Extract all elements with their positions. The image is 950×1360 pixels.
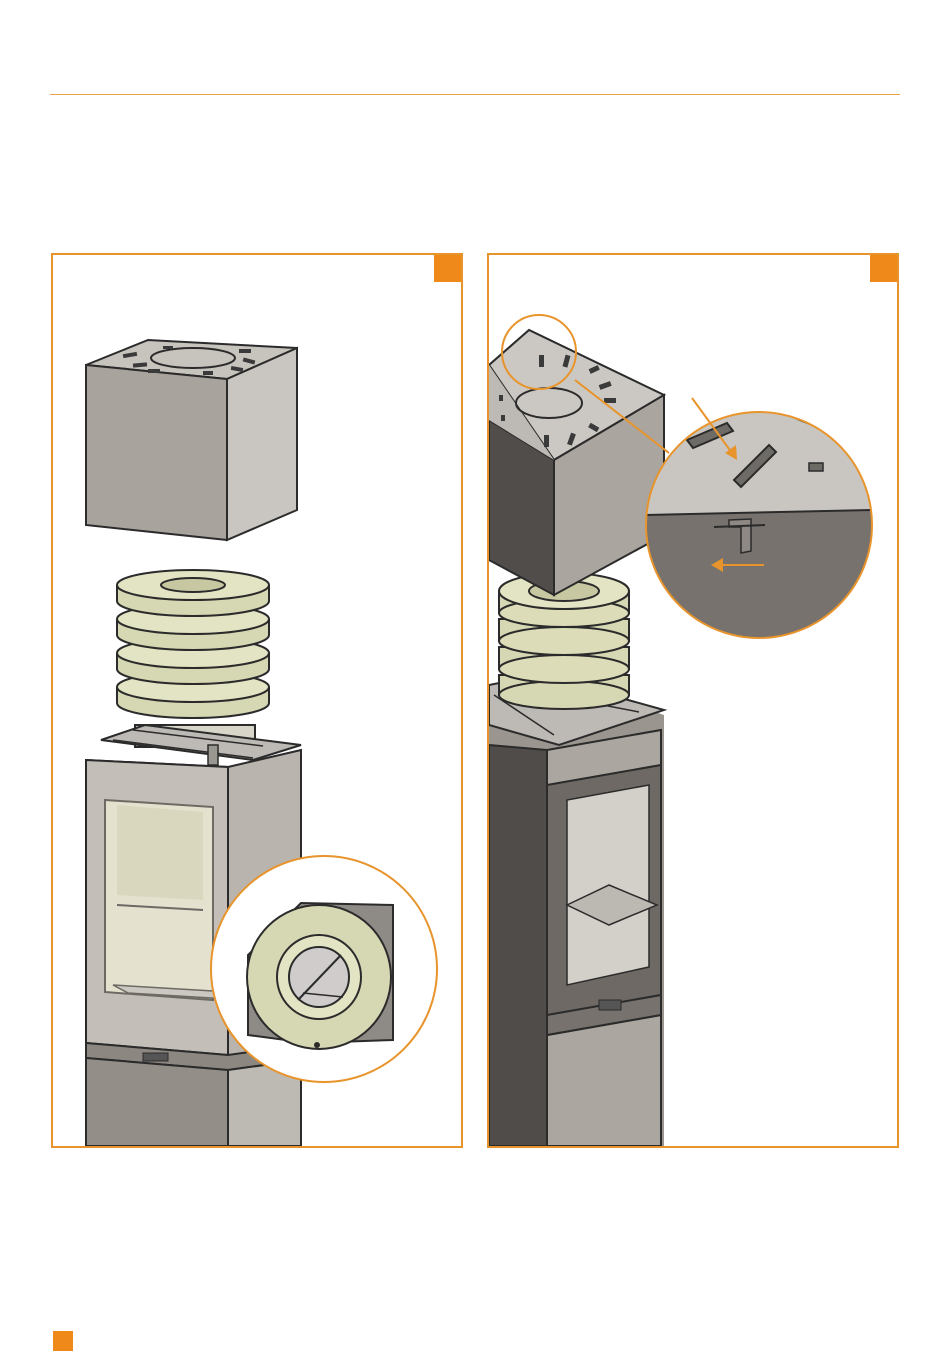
heat-storage-rings	[499, 573, 629, 709]
top-cover-box	[86, 340, 297, 540]
page-marker-icon	[53, 1331, 73, 1351]
heat-storage-rings	[117, 570, 269, 747]
stove-cover-lock-illustration	[489, 255, 897, 1146]
top-cover-box	[489, 330, 664, 595]
header-rule	[50, 94, 900, 95]
step-panel-left	[51, 253, 463, 1148]
stove-exploded-view-illustration	[53, 255, 461, 1146]
detail-zoom-circle	[644, 410, 874, 645]
detail-zoom-circle	[211, 856, 437, 1082]
step-panel-right	[487, 253, 899, 1148]
stove-column	[489, 675, 664, 1146]
